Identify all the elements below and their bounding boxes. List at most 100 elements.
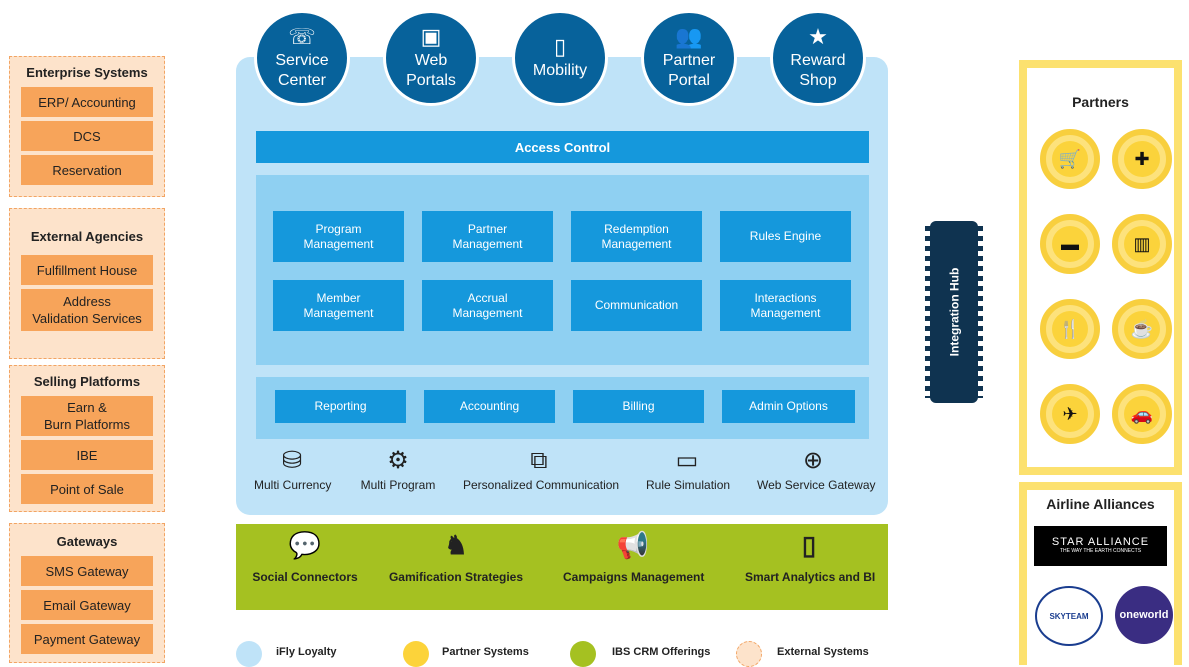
partners-title: Partners [1072,94,1129,110]
mobility-channel[interactable]: ▯ Mobility [512,10,608,106]
channel-label: Portal [668,72,710,89]
coffee-icon[interactable]: ☕ [1112,299,1172,359]
airplane-icon[interactable]: ✈ [1040,384,1100,444]
feature-label: Personalized Communication [463,478,620,492]
star-alliance-text: STAR ALLIANCE [1051,536,1150,548]
selling-platforms-group: Selling Platforms Earn & Burn Platforms … [9,365,165,512]
web-service-gateway-feature: ⊕ Web Service Gateway [757,447,876,493]
admin-options-module[interactable]: Admin Options [722,390,855,423]
crm-offerings-band [236,524,888,610]
channel-label: Center [277,72,327,89]
coins-icon: ⛁ [281,447,303,474]
megaphone-icon: 📢 [616,530,650,560]
legend-label: IBS CRM Offerings [612,646,711,658]
external-agencies-group: External Agencies Fulfillment House Addr… [9,208,165,359]
users-icon: 👥 [675,24,703,49]
analytics-offering[interactable]: ▯ Smart Analytics and BI [745,530,876,584]
program-management-module[interactable]: Program Management [273,211,404,262]
accounting-module[interactable]: Accounting [424,390,555,423]
point-of-sale-item[interactable]: Point of Sale [21,474,153,504]
address-validation-item[interactable]: Address Validation Services [21,289,153,331]
alliances-panel: Airline Alliances STAR ALLIANCE THE WAY … [1019,482,1182,665]
crm-label: Gamification Strategies [388,570,524,584]
member-management-module[interactable]: Member Management [273,280,404,331]
interactions-management-module[interactable]: Interactions Management [720,280,851,331]
legend-swatch-ifly [236,641,262,667]
billing-module[interactable]: Billing [573,390,704,423]
service-center-channel[interactable]: ☏ Service Center [254,10,350,106]
group-title: Selling Platforms [33,374,141,389]
channel-label: Partner [662,52,716,69]
redemption-management-module[interactable]: Redemption Management [571,211,702,262]
rules-engine-module[interactable]: Rules Engine [720,211,851,262]
channel-label: Portals [406,72,456,89]
phone-icon: ▯ [553,34,567,59]
legend-label: Partner Systems [442,646,529,658]
channel-label: Service [275,52,329,69]
crm-label: Campaigns Management [563,570,705,584]
partner-portal-channel[interactable]: 👥 Partner Portal [641,10,737,106]
sms-gateway-item[interactable]: SMS Gateway [21,556,153,586]
channel-label: Web [414,52,448,69]
web-portals-channel[interactable]: ▣ Web Portals [383,10,479,106]
chess-knight-icon: ♞ [444,530,468,560]
earn-burn-item[interactable]: Earn & Burn Platforms [21,396,153,436]
group-title: Enterprise Systems [26,65,148,80]
cart-icon[interactable]: 🛒 [1040,129,1100,189]
group-title: Gateways [56,534,118,549]
medical-kit-icon[interactable]: ✚ [1112,129,1172,189]
dcs-item[interactable]: DCS [21,121,153,151]
partner-management-module[interactable]: Partner Management [422,211,553,262]
fulfillment-house-item[interactable]: Fulfillment House [21,255,153,285]
legend-label: iFly Loyalty [276,646,337,658]
books-icon[interactable]: ▥ [1112,214,1172,274]
accrual-management-module[interactable]: Accrual Management [422,280,553,331]
dining-icon[interactable]: 🍴 [1040,299,1100,359]
star-alliance-logo: STAR ALLIANCE THE WAY THE EARTH CONNECTS [1034,526,1167,566]
multi-currency-feature: ⛁ Multi Currency [254,447,332,493]
communication-module[interactable]: Communication [571,280,702,331]
feature-label: Rule Simulation [646,478,731,492]
legend-swatch-external [736,641,762,667]
social-connectors-offering[interactable]: 💬 Social Connectors [252,530,358,584]
enterprise-systems-group: Enterprise Systems ERP/ Accounting DCS R… [9,56,165,197]
email-gateway-item[interactable]: Email Gateway [21,590,153,620]
crm-label: Social Connectors [252,570,358,584]
ibe-item[interactable]: IBE [21,440,153,470]
skyteam-logo: SKYTEAM [1035,586,1103,646]
feature-label: Multi Currency [254,478,332,492]
integration-hub[interactable]: Integration Hub [930,221,978,403]
reward-shop-channel[interactable]: ★ Reward Shop [770,10,866,106]
support-agent-icon: ☏ [288,24,316,49]
alliances-title: Airline Alliances [1046,496,1155,512]
crm-label: Smart Analytics and BI [745,570,876,584]
globe-icon: ⊕ [802,447,824,474]
legend-label: External Systems [777,646,869,658]
erp-accounting-item[interactable]: ERP/ Accounting [21,87,153,117]
personalized-communication-feature: ⧉ Personalized Communication [463,447,620,493]
gateways-group: Gateways SMS Gateway Email Gateway Payme… [9,523,165,663]
feature-label: Web Service Gateway [757,478,876,492]
oneworld-logo: oneworld [1115,586,1173,644]
campaigns-offering[interactable]: 📢 Campaigns Management [563,530,705,584]
legend-swatch-crm [570,641,596,667]
car-key-icon[interactable]: 🚗 [1112,384,1172,444]
integration-hub-label: Integration Hub [947,267,962,357]
bed-icon[interactable]: ▬ [1040,214,1100,274]
feature-label: Multi Program [360,478,436,492]
reservation-item[interactable]: Reservation [21,155,153,185]
gamification-offering[interactable]: ♞ Gamification Strategies [383,530,529,584]
channel-label: Shop [799,72,837,89]
tablet-icon: ▯ [801,530,817,560]
modules-area [256,175,869,365]
channel-label: Reward [790,52,846,69]
access-control-bar[interactable]: Access Control [256,131,869,163]
trophy-icon: ★ [808,24,828,49]
payment-gateway-item[interactable]: Payment Gateway [21,624,153,654]
network-icon: ⧉ [530,447,548,474]
multi-program-feature: ⚙ Multi Program [358,448,438,493]
star-alliance-sub: THE WAY THE EARTH CONNECTS [1059,548,1142,554]
reporting-module[interactable]: Reporting [275,390,406,423]
rule-simulation-feature: ▭ Rule Simulation [646,447,731,493]
tv-icon: ▭ [675,447,699,474]
